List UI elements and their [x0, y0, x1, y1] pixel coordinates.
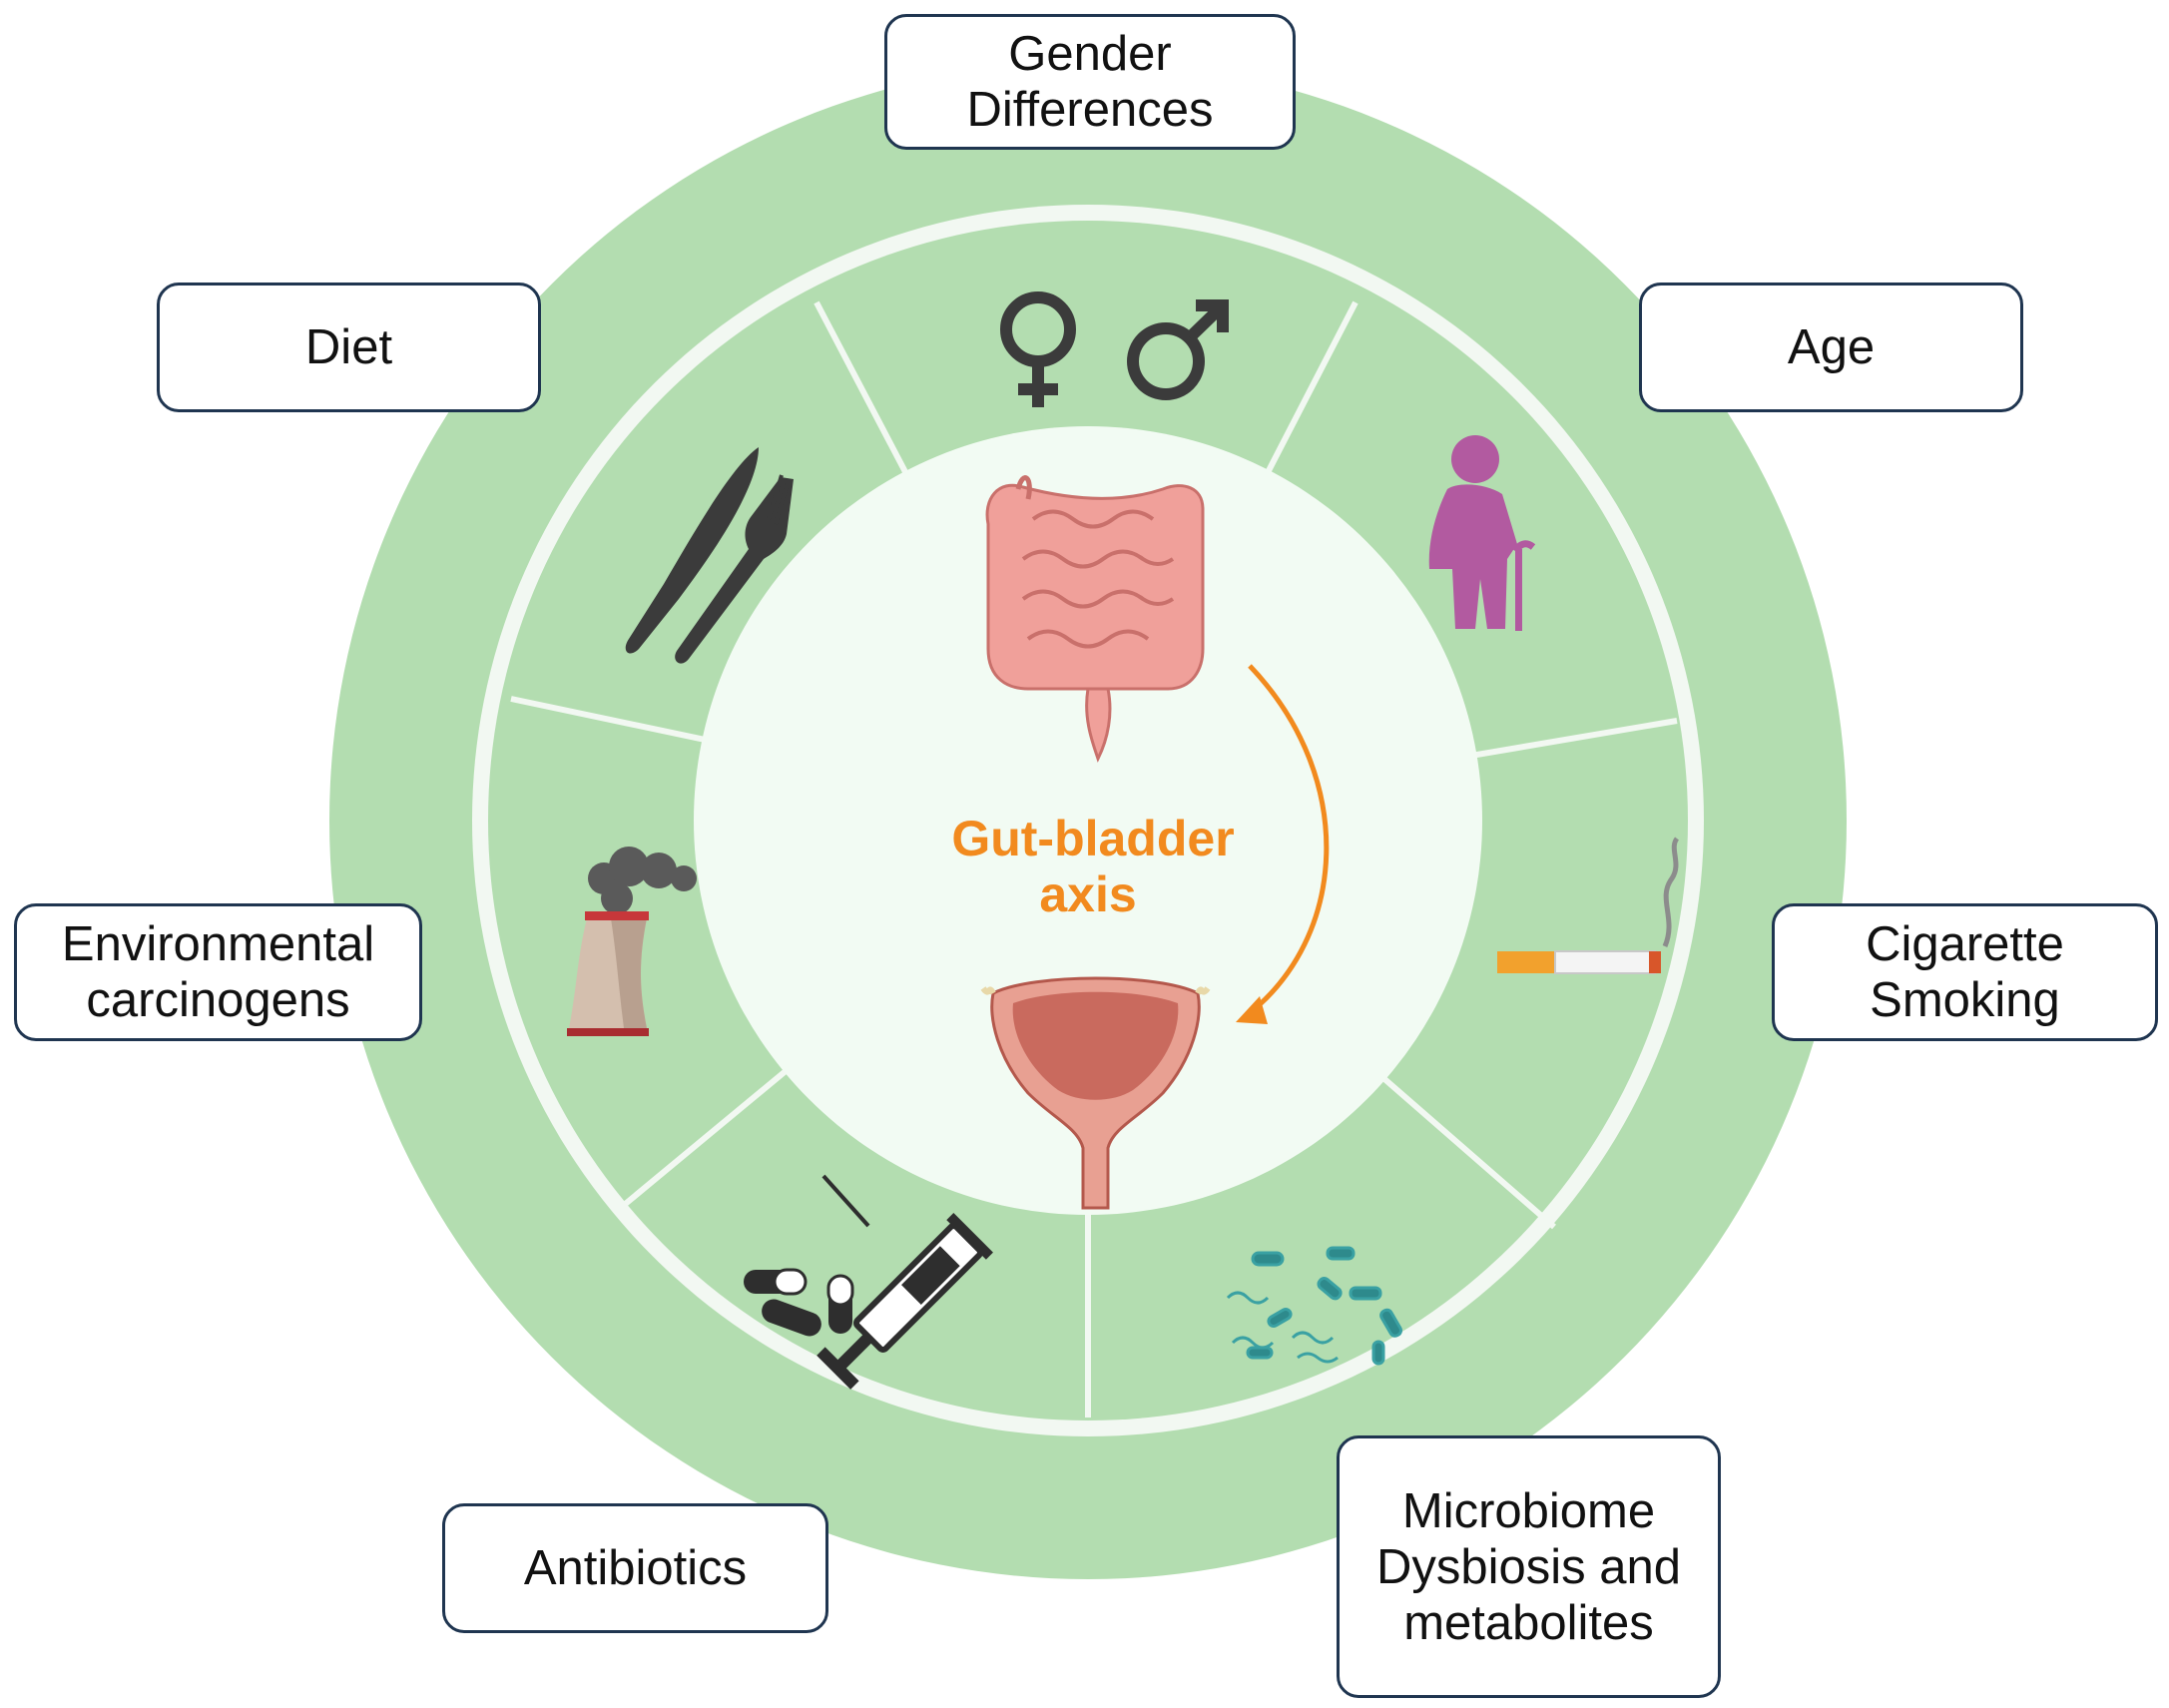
axis-label-line-1: Gut-bladder: [951, 811, 1234, 866]
cigarette-icon: [1497, 837, 1680, 974]
factor-box-smoking: Cigarette Smoking: [1772, 903, 2158, 1041]
factor-box-age: Age: [1639, 283, 2023, 412]
center-disc: [694, 426, 1482, 1215]
factor-box-microbiome: Microbiome Dysbiosis and metabolites: [1337, 1435, 1721, 1698]
environment-line-2: carcinogens: [86, 973, 350, 1027]
factor-box-gender: Gender Differences: [884, 14, 1296, 150]
gender-line-1: Gender: [1008, 27, 1172, 81]
axis-label-line-2: axis: [1039, 866, 1136, 922]
environment-line-1: Environmental: [61, 917, 375, 971]
smoking-line-1: Cigarette: [1866, 917, 2064, 971]
factor-box-diet: Diet: [157, 283, 541, 412]
bacteria-icon: [1226, 1246, 1402, 1366]
gender-line-2: Differences: [966, 83, 1214, 137]
microbiome-line-1: Microbiome: [1401, 1483, 1656, 1538]
gender-symbols-icon: [1000, 291, 1229, 407]
gut-to-bladder-arrow: [1236, 664, 1330, 1024]
knife-fork-icon: [625, 447, 794, 664]
microbiome-line-2: Dysbiosis and: [1375, 1539, 1682, 1594]
antibiotics-line-1: Antibiotics: [523, 1541, 748, 1595]
factory-icon: [567, 847, 697, 1036]
age-line-1: Age: [1787, 320, 1876, 374]
microbiome-line-3: metabolites: [1403, 1595, 1654, 1650]
diet-line-1: Diet: [304, 320, 393, 374]
intestine-icon: [985, 475, 1205, 763]
bladder-icon: [980, 976, 1211, 1210]
pills-syringe-icon: [744, 1174, 993, 1390]
smoking-line-2: Smoking: [1870, 973, 2060, 1027]
factor-box-antibiotics: Antibiotics: [442, 1503, 828, 1633]
factor-box-environment: Environmental carcinogens: [14, 903, 422, 1041]
elderly-person-icon: [1428, 435, 1536, 631]
